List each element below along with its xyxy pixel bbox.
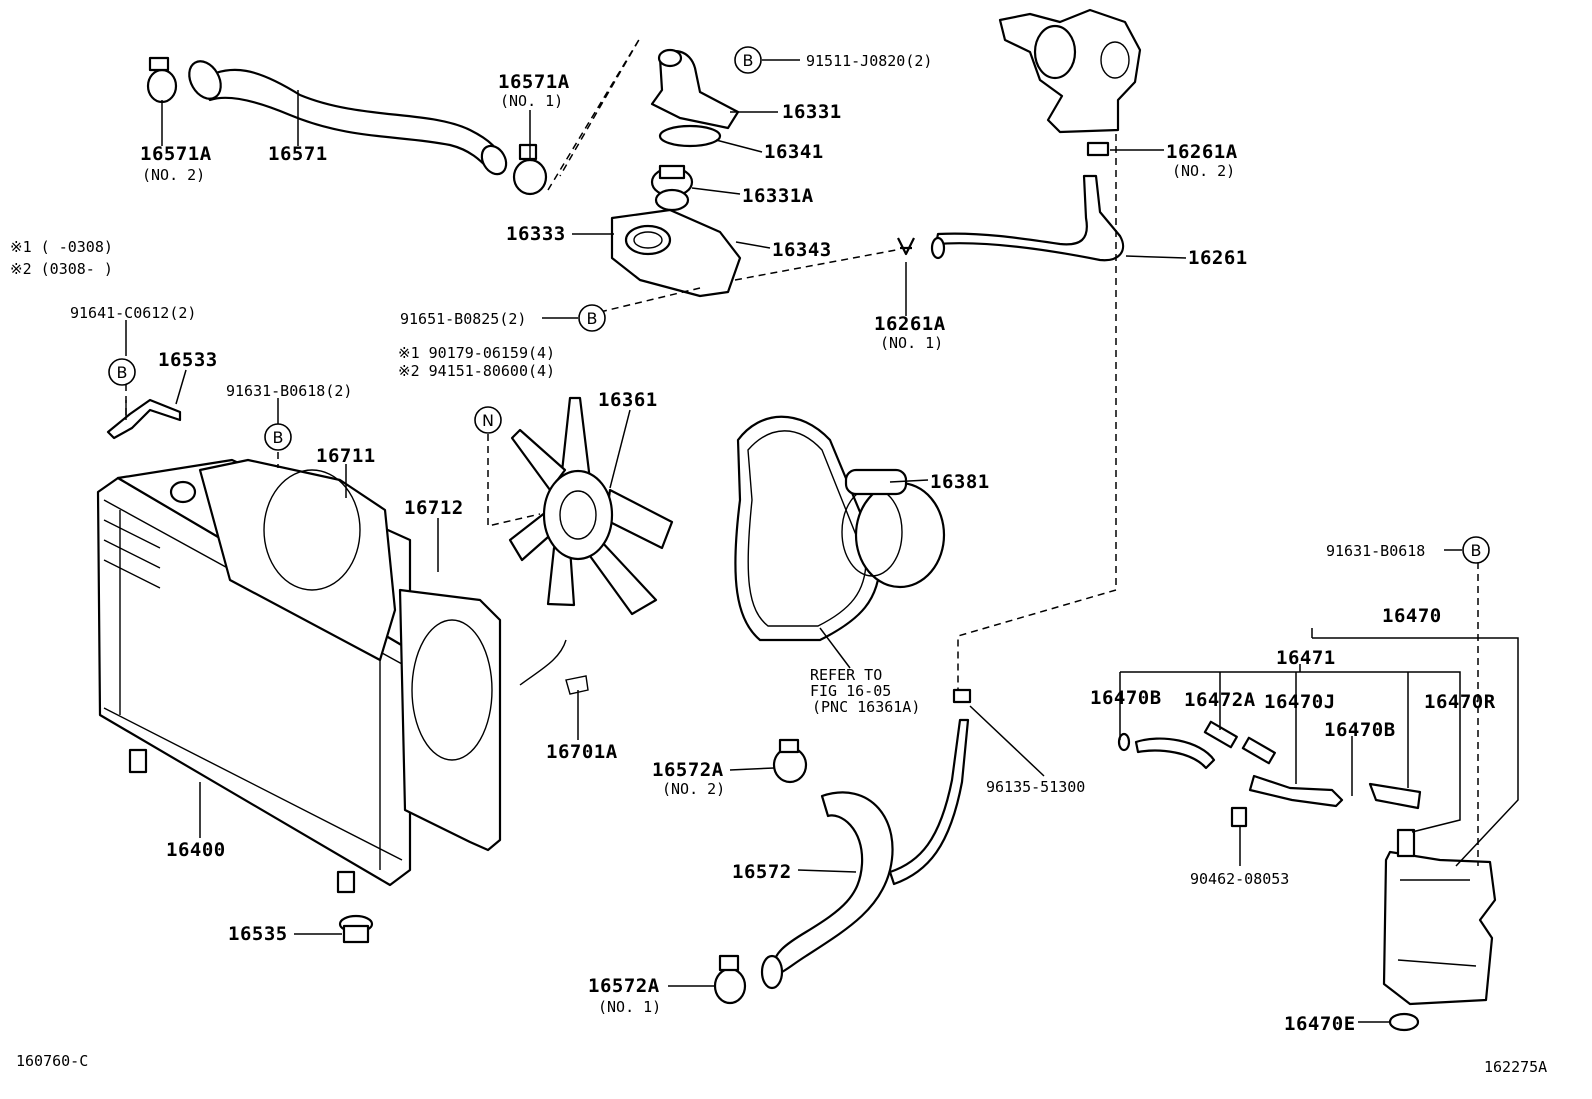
label-16572a-no1-sub: (NO. 1) — [598, 998, 661, 1016]
marker-b-91631-left: B — [264, 423, 292, 451]
clip-16261a-no2-drawing — [1086, 141, 1110, 157]
label-16470r: 16470R — [1424, 691, 1496, 713]
fan-shroud-16712-drawing — [398, 588, 502, 852]
reserve-tank-hoses-drawing — [1117, 720, 1422, 810]
hose-clamp-16571a-no2-drawing — [146, 56, 178, 104]
label-16471: 16471 — [1276, 647, 1336, 669]
leader-lines — [125, 59, 1519, 1023]
refer-note-2: FIG 16-05 — [810, 682, 891, 700]
legend-note-2: ※2 (0308- ) — [10, 260, 113, 278]
thermostat-16331a-drawing — [650, 164, 694, 212]
label-91641: 91641-C0612(2) — [70, 304, 196, 322]
label-16571a-no1-sub: (NO. 1) — [500, 92, 563, 110]
marker-b-91651: B — [578, 304, 606, 332]
label-16472a: 16472A — [1184, 689, 1256, 711]
throttle-body-drawing — [998, 8, 1142, 134]
label-16333: 16333 — [506, 223, 566, 245]
label-91651: 91651-B0825(2) — [400, 310, 526, 328]
label-16470b-a: 16470B — [1090, 687, 1162, 709]
bracket-16701a-drawing — [519, 639, 589, 695]
water-outlet-16331-drawing — [650, 48, 740, 130]
label-16261: 16261 — [1188, 247, 1248, 269]
marker-n-fan-bolt: N — [474, 406, 502, 434]
lower-radiator-hose-16572-drawing — [760, 718, 970, 990]
svg-text:B: B — [1471, 541, 1482, 560]
label-16331a: 16331A — [742, 185, 814, 207]
cooling-fan-16361-drawing — [508, 396, 674, 616]
fan-bolt-note-2: ※2 94151-80600(4) — [398, 362, 555, 380]
gasket-16341-drawing — [658, 124, 722, 148]
cap-16470e-drawing — [1388, 1012, 1420, 1032]
reserve-tank-16470-drawing — [1382, 828, 1497, 1006]
svg-text:B: B — [273, 428, 284, 447]
label-91631-left: 91631-B0618(2) — [226, 382, 352, 400]
label-90462: 90462-08053 — [1190, 870, 1289, 888]
marker-b-91641: B — [108, 358, 136, 386]
label-16261a-no1: 16261A — [874, 313, 946, 335]
label-16571a-no2: 16571A — [140, 143, 212, 165]
hose-clamp-16572a-no2-drawing — [772, 738, 808, 784]
label-91631-right: 91631-B0618 — [1326, 542, 1425, 560]
svg-text:B: B — [743, 51, 754, 70]
svg-text:N: N — [482, 411, 494, 430]
upper-radiator-hose-drawing — [188, 60, 508, 176]
marker-b-91511: B — [734, 46, 762, 74]
label-16571a-no1: 16571A — [498, 71, 570, 93]
footer-left-code: 160760-C — [16, 1052, 88, 1070]
label-16572a-no2-sub: (NO. 2) — [662, 780, 725, 798]
fan-bolt-note-1: ※1 90179-06159(4) — [398, 344, 555, 362]
bypass-hose-16261-drawing — [930, 174, 1125, 262]
footer-right-code: 162275A — [1484, 1058, 1547, 1076]
label-16535: 16535 — [228, 923, 288, 945]
part-labels: 16571A (NO. 2) 16571 16571A (NO. 1) 9151… — [70, 52, 1496, 1035]
label-16470j: 16470J — [1264, 691, 1336, 713]
label-16711: 16711 — [316, 445, 376, 467]
label-16400: 16400 — [166, 839, 226, 861]
label-16343: 16343 — [772, 239, 832, 261]
label-16572a-no1: 16572A — [588, 975, 660, 997]
label-96135: 96135-51300 — [986, 778, 1085, 796]
svg-text:B: B — [587, 309, 598, 328]
marker-b-91631-right: B — [1462, 536, 1490, 564]
label-16261a-no2: 16261A — [1166, 141, 1238, 163]
clip-96135-drawing — [952, 688, 972, 704]
label-16381: 16381 — [930, 471, 990, 493]
drain-cock-16535-drawing — [338, 914, 374, 944]
water-inlet-housing-16333-drawing — [610, 208, 742, 298]
refer-note-1: REFER TO — [810, 666, 882, 684]
label-16361: 16361 — [598, 389, 658, 411]
label-16470: 16470 — [1382, 605, 1442, 627]
fan-shroud-16711-drawing — [198, 458, 397, 662]
label-91511: 91511-J0820(2) — [806, 52, 932, 70]
label-16331: 16331 — [782, 101, 842, 123]
label-16261a-no1-sub: (NO. 1) — [880, 334, 943, 352]
fan-pulley-and-belt-drawing — [734, 415, 882, 642]
label-16572: 16572 — [732, 861, 792, 883]
label-16261a-no2-sub: (NO. 2) — [1172, 162, 1235, 180]
hose-clamp-16572a-no1-drawing — [713, 954, 747, 1005]
label-16571a-no2-sub: (NO. 2) — [142, 166, 205, 184]
label-16470b-b: 16470B — [1324, 719, 1396, 741]
label-16341: 16341 — [764, 141, 824, 163]
legend-note-1: ※1 ( -0308) — [10, 238, 113, 256]
label-16571: 16571 — [268, 143, 328, 165]
label-16572a-no2: 16572A — [652, 759, 724, 781]
clip-16261a-no1-drawing — [897, 237, 915, 256]
svg-text:B: B — [117, 363, 128, 382]
label-16701a: 16701A — [546, 741, 618, 763]
notes: ※1 ( -0308) ※2 (0308- ) ※1 90179-06159(4… — [10, 238, 920, 716]
label-16470e: 16470E — [1284, 1013, 1356, 1035]
clip-90462-drawing — [1230, 806, 1248, 828]
refer-note-3: (PNC 16361A) — [812, 698, 920, 716]
fluid-coupling-16381-drawing — [841, 468, 946, 589]
support-16533-drawing — [106, 398, 182, 440]
label-16712: 16712 — [404, 497, 464, 519]
label-16533: 16533 — [158, 349, 218, 371]
